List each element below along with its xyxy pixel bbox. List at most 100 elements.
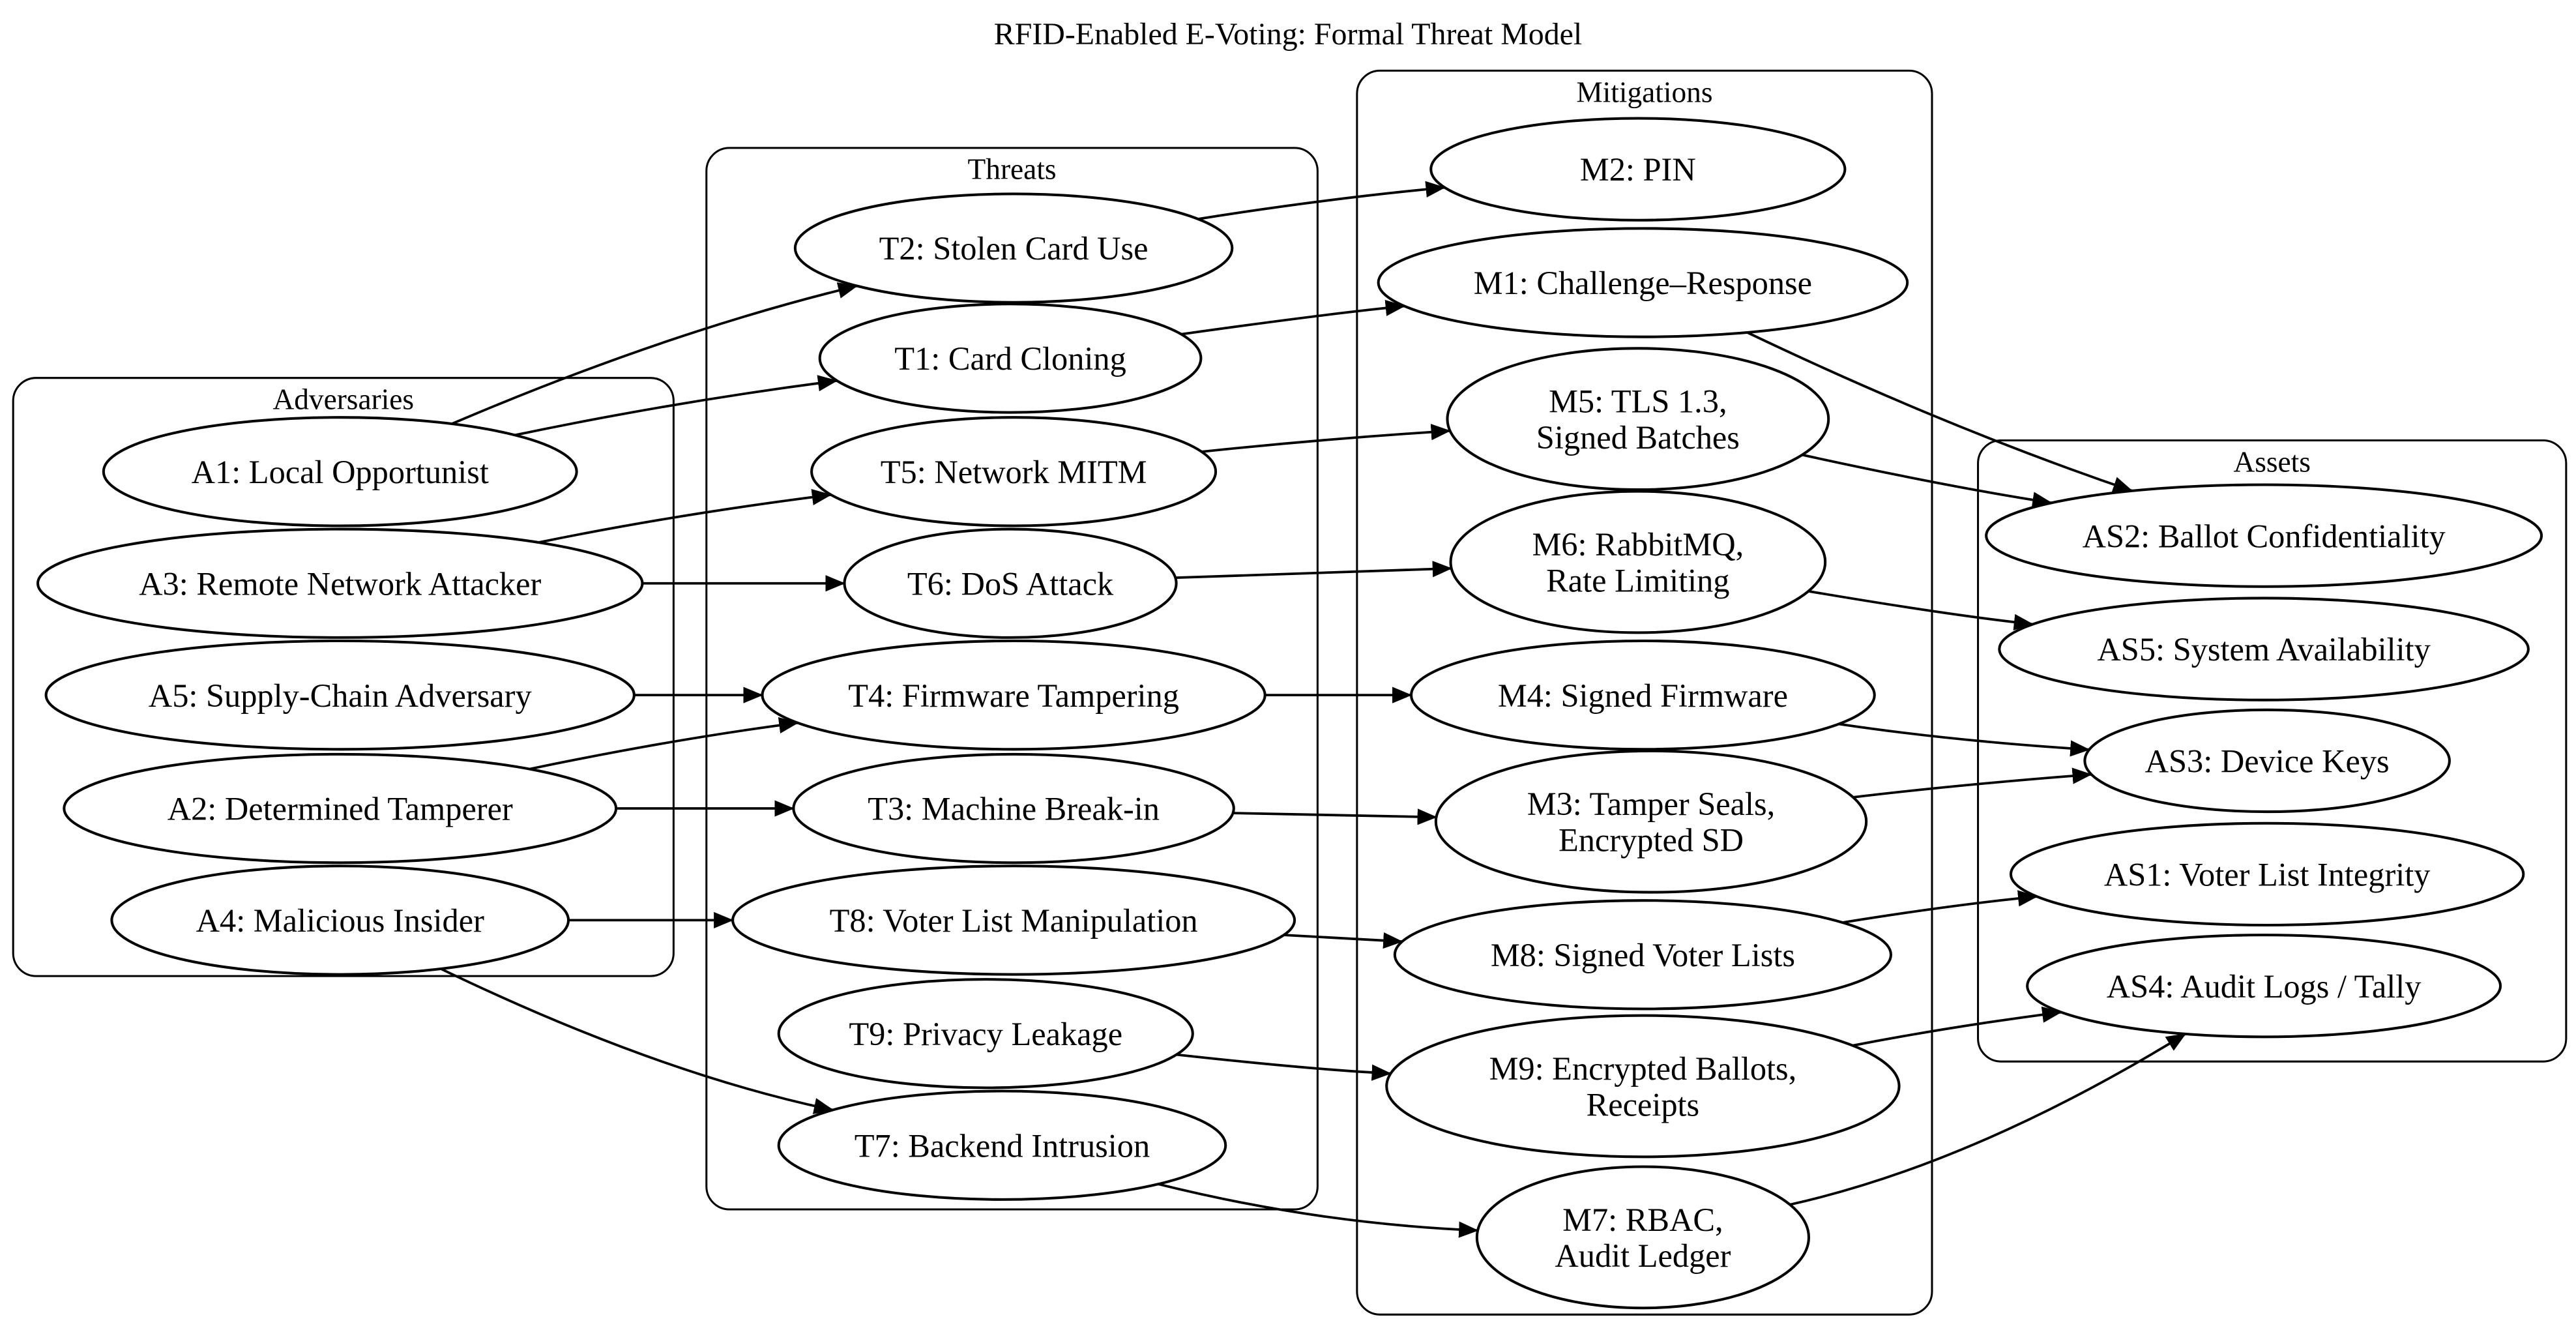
node-M7: M7: RBAC,Audit Ledger [1475,1165,1810,1310]
edge-M7-AS4 [1789,1033,2186,1206]
edge-T2-M2 [1197,181,1446,220]
edge-M8-AS1 [1842,890,2038,924]
node-A3-shape [36,527,644,639]
node-AS5-label: AS5: System Availability [2097,631,2430,668]
node-M8-shape [1393,899,1893,1011]
node-T3: T3: Machine Break-in [792,752,1235,864]
node-M2: M2: PIN [1429,117,1847,222]
node-T9-shape [777,978,1194,1089]
node-M1: M1: Challenge–Response [1377,227,1909,338]
node-M8-label: M8: Signed Voter Lists [1491,937,1795,973]
node-AS2-label: AS2: Ballot Confidentiality [2083,518,2446,554]
node-T8-shape [731,864,1296,976]
node-AS1-shape [2009,821,2525,926]
node-M3-label: M3: Tamper Seals,Encrypted SD [1527,786,1775,858]
node-M2-label: M2: PIN [1580,151,1696,188]
node-M9: M9: Encrypted Ballots,Receipts [1385,1014,1901,1159]
edge-A4-T7 [440,968,834,1114]
node-M4: M4: Signed Firmware [1410,639,1876,751]
node-AS4-shape [2026,934,2502,1039]
diagram-title: RFID-Enabled E-Voting: Formal Threat Mod… [994,17,1582,52]
edge-T5-M5 [1201,424,1451,453]
node-A4: A4: Malicious Insider [110,864,570,976]
cluster-adversaries: Adversaries [12,377,675,977]
node-M7-label: M7: RBAC,Audit Ledger [1555,1202,1731,1274]
node-A1: A1: Local Opportunist [102,416,578,527]
node-A2: A2: Determined Tamperer [63,752,618,864]
node-T1-shape [818,303,1203,414]
node-AS1-label: AS1: Voter List Integrity [2104,856,2431,893]
node-A2-shape [63,752,618,864]
node-T2: T2: Stolen Card Use [793,192,1234,304]
edge-T6-M6 [1175,561,1453,580]
node-M6: M6: RabbitMQ,Rate Limiting [1449,490,1827,634]
node-AS2-shape [1985,483,2543,588]
node-M7-shape [1475,1165,1810,1310]
node-AS4: AS4: Audit Logs / Tally [2026,934,2502,1039]
node-A5-shape [44,639,636,751]
node-M4-shape [1410,639,1876,751]
node-T5-shape [810,416,1218,527]
node-T1: T1: Card Cloning [818,303,1203,414]
node-T7: T7: Backend Intrusion [777,1089,1227,1201]
node-A5: A5: Supply-Chain Adversary [44,639,636,751]
node-T5: T5: Network MITM [810,416,1218,527]
node-T6-shape [843,527,1178,639]
cluster-assets-label: Assets [2233,445,2310,478]
edge-A1-T2 [451,282,858,425]
node-A5-label: A5: Supply-Chain Adversary [149,677,532,714]
node-M1-shape [1377,227,1909,338]
node-T7-shape [777,1089,1227,1201]
cluster-adversaries-box [12,377,675,977]
node-T5-label: T5: Network MITM [881,454,1147,490]
node-M5-label: M5: TLS 1.3,Signed Batches [1536,383,1740,456]
node-T3-label: T3: Machine Break-in [868,791,1160,827]
edge-M5-AS2 [1802,453,2053,509]
node-M9-shape [1385,1014,1901,1159]
node-T8: T8: Voter List Manipulation [731,864,1296,976]
node-M5-shape [1446,347,1830,492]
cluster-threats: Threats [705,147,1319,1211]
node-A3: A3: Remote Network Attacker [36,527,644,639]
node-T4-shape [761,639,1266,751]
node-AS1: AS1: Voter List Integrity [2009,821,2525,926]
cluster-assets-box [1977,439,2568,1063]
node-T8-label: T8: Voter List Manipulation [830,902,1198,939]
edge-M1-AS2 [1746,331,2133,493]
cluster-threats-box [705,147,1319,1211]
node-AS3-shape [2083,708,2451,814]
node-M4-label: M4: Signed Firmware [1498,677,1788,714]
edge-T7-M7 [1158,1183,1479,1238]
edge-A2-T4 [529,717,799,771]
edge-M3-AS3 [1852,767,2092,799]
node-T7-label: T7: Backend Intrusion [855,1127,1150,1164]
node-AS3: AS3: Device Keys [2083,708,2451,814]
node-A4-shape [110,864,570,976]
node-T9: T9: Privacy Leakage [777,978,1194,1089]
cluster-assets: Assets [1977,439,2568,1063]
node-T3-shape [792,752,1235,864]
node-T2-label: T2: Stolen Card Use [879,230,1149,267]
node-A4-label: A4: Malicious Insider [196,902,484,939]
node-T2-shape [793,192,1234,304]
cluster-mitigations: Mitigations [1356,69,1933,1316]
edge-M6-AS5 [1808,589,2034,630]
node-A3-label: A3: Remote Network Attacker [139,565,541,602]
node-A1-label: A1: Local Opportunist [192,454,489,490]
node-AS5-shape [1998,597,2530,702]
cluster-mitigations-label: Mitigations [1576,76,1712,108]
node-AS2: AS2: Ballot Confidentiality [1985,483,2543,588]
edge-M9-AS4 [1852,1006,2062,1047]
edge-T1-M1 [1180,299,1405,336]
edge-T8-M8 [1283,932,1403,949]
node-M9-label: M9: Encrypted Ballots,Receipts [1489,1050,1797,1123]
node-T6: T6: DoS Attack [843,527,1178,639]
node-M6-label: M6: RabbitMQ,Rate Limiting [1532,526,1744,598]
node-AS5: AS5: System Availability [1998,597,2530,702]
edges-layer [440,181,2186,1238]
